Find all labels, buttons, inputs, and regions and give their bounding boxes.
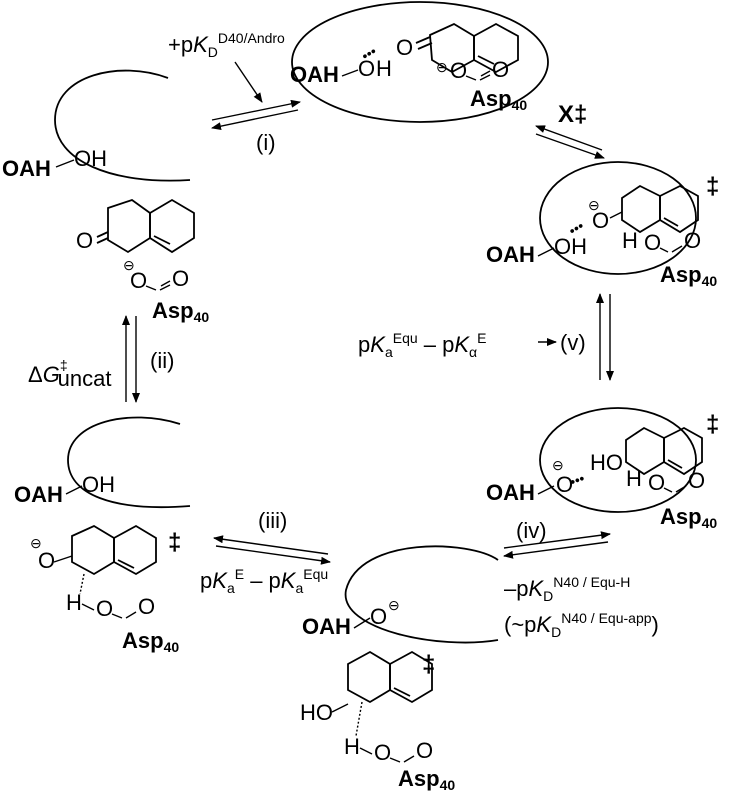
ts-marker: ‡ xyxy=(168,529,181,556)
svg-text:H: H xyxy=(622,228,638,253)
pka-diff-iii-label: pKaE – pKaEqu xyxy=(200,566,328,596)
step-iii-equilibrium-arrows: (iii) pKaE – pKaEqu xyxy=(200,508,331,596)
enolate-ring-uncat xyxy=(71,524,157,576)
step-i-equilibrium-arrows: (i) +pKDD40/Andro xyxy=(168,30,301,155)
ts-marker: ‡ xyxy=(706,173,719,200)
svg-text:O: O xyxy=(396,35,413,60)
svg-text:O: O xyxy=(138,594,155,619)
ts-marker: ‡ xyxy=(706,411,719,438)
enzyme-pocket-outline xyxy=(344,545,499,644)
steroid-ring-ts1 xyxy=(609,184,699,234)
step-ii-label: (ii) xyxy=(150,348,174,373)
svg-text:H: H xyxy=(344,734,360,759)
svg-text:O: O xyxy=(416,738,433,763)
delta-g-uncat-label: ΔG‡uncat xyxy=(28,357,111,391)
enzyme-pocket-outline xyxy=(291,1,549,123)
asp40-carboxylate-bound: ⊖ O O Asp40 xyxy=(436,57,527,113)
svg-text:O: O xyxy=(492,57,509,82)
step-iv-equilibrium-arrows: (iv) –pKDN40 / Equ-H (~pKDN40 / Equ-app) xyxy=(503,518,659,640)
enzyme-pocket-outline xyxy=(54,69,191,182)
svg-text:O: O xyxy=(96,596,113,621)
svg-text:O: O xyxy=(76,228,93,253)
asp40-label: Asp40 xyxy=(152,298,209,325)
svg-text:OH: OH xyxy=(82,472,115,497)
minus-charge: ⊖ xyxy=(123,257,135,273)
svg-text:⊖: ⊖ xyxy=(588,197,600,213)
step-ii-equilibrium-arrows: (ii) ΔG‡uncat xyxy=(28,315,174,403)
svg-text:O: O xyxy=(684,228,701,253)
androstenedione-ring: O xyxy=(76,198,195,254)
asp40-label: Asp40 xyxy=(122,628,179,655)
pkd-n40-label: –pKDN40 / Equ-H xyxy=(504,574,630,604)
enzyme-pocket-outline xyxy=(67,416,191,508)
step-iv-label: (iv) xyxy=(516,518,547,543)
ts-marker: ‡ xyxy=(422,651,435,678)
asp40-carboxylate-free: ⊖ O O Asp40 xyxy=(123,257,209,325)
svg-text:⊖: ⊖ xyxy=(552,457,564,473)
state-ts-uncatalyzed: OAH OH ‡ ⊖ O H O O Asp40 xyxy=(14,416,191,655)
hydroxyl-label: OH xyxy=(74,146,107,171)
svg-text:O: O xyxy=(648,470,665,495)
state-ts-enolization: ‡ OAH OH ••• ⊖ O H O O Asp40 xyxy=(486,161,719,289)
step-iii-label: (iii) xyxy=(258,508,287,533)
svg-text:O: O xyxy=(450,58,467,83)
state-ts-proton-transfer: ‡ OAH ⊖ O ••• HO H O O Asp40 xyxy=(486,407,719,531)
step-x-ts-equilibrium-arrows: X‡ xyxy=(535,101,605,159)
pkd-app-label: (~pKDN40 / Equ-app) xyxy=(504,610,659,640)
svg-text:O: O xyxy=(556,472,573,497)
state-enzyme-dienol: OAH O ⊖ ‡ HO H O O Asp40 xyxy=(300,545,499,793)
dienol-ring xyxy=(347,650,433,704)
pkd-andro-label: +pKDD40/Andro xyxy=(168,30,285,60)
svg-text:O: O xyxy=(130,268,147,293)
enzyme-label: OAH xyxy=(2,156,51,181)
svg-text:O: O xyxy=(370,604,387,629)
asp40-label: Asp40 xyxy=(470,86,527,113)
enzyme-label: OAH xyxy=(486,480,535,505)
enzyme-label: OAH xyxy=(14,482,63,507)
svg-text:O: O xyxy=(644,230,661,255)
svg-text:HO: HO xyxy=(300,700,333,725)
pka-diff-v-label: pKaEqu – pKαE xyxy=(358,330,486,360)
enzyme-pocket-outline xyxy=(539,407,697,513)
step-v-equilibrium-arrows: pKaEqu – pKαE (v) xyxy=(358,293,614,381)
svg-text:⊖: ⊖ xyxy=(436,59,448,75)
x-ts-label: X‡ xyxy=(558,101,587,128)
androstenedione-ring-bound: O xyxy=(396,22,519,74)
svg-text:H: H xyxy=(626,466,642,491)
svg-text:⊖: ⊖ xyxy=(388,597,400,613)
enzyme-label: OAH xyxy=(486,242,535,267)
asp40-label: Asp40 xyxy=(660,504,717,531)
svg-text:O: O xyxy=(38,548,55,573)
enzyme-label: OAH xyxy=(290,62,339,87)
svg-text:•••: ••• xyxy=(568,470,587,490)
svg-text:⊖: ⊖ xyxy=(30,535,42,551)
svg-text:O: O xyxy=(358,56,375,81)
svg-text:HO: HO xyxy=(590,450,623,475)
state-free-enzyme-substrate: OAH OH O ⊖ O O Asp40 xyxy=(2,69,209,325)
enzyme-pocket-outline xyxy=(539,161,697,275)
step-v-label: (v) xyxy=(560,330,586,355)
svg-text:O: O xyxy=(374,740,391,765)
steroid-ring-ts2 xyxy=(625,426,703,476)
svg-text:H: H xyxy=(66,590,82,615)
state-michaelis-complex: OAH O H ••• O ⊖ O O Asp40 xyxy=(290,1,549,123)
asp40-label: Asp40 xyxy=(398,766,455,793)
svg-text:O: O xyxy=(592,208,609,233)
svg-text:•••: ••• xyxy=(359,43,380,64)
svg-text:•••: ••• xyxy=(566,218,587,239)
svg-text:O: O xyxy=(688,468,705,493)
svg-text:OH: OH xyxy=(554,234,587,259)
asp40-label: Asp40 xyxy=(660,262,717,289)
svg-text:O: O xyxy=(172,266,189,291)
enzyme-label: OAH xyxy=(302,614,351,639)
step-i-label: (i) xyxy=(256,130,276,155)
svg-text:H: H xyxy=(376,56,392,81)
